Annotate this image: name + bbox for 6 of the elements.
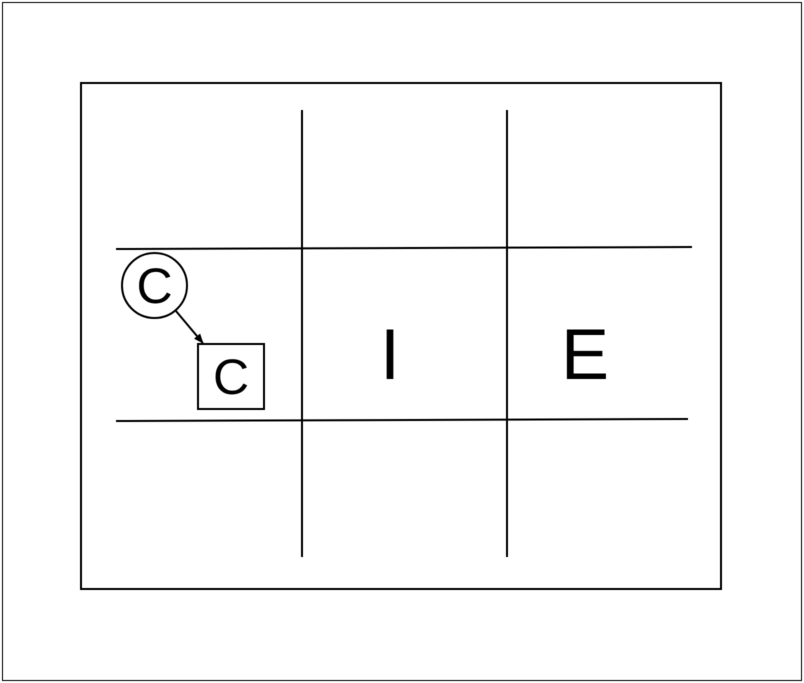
square-node [197,343,265,410]
cell-letter: E [560,319,610,391]
node-letter: C [212,352,250,402]
node-letter: C [136,260,173,310]
arrow [175,310,204,344]
cell-letter: I [380,319,400,391]
